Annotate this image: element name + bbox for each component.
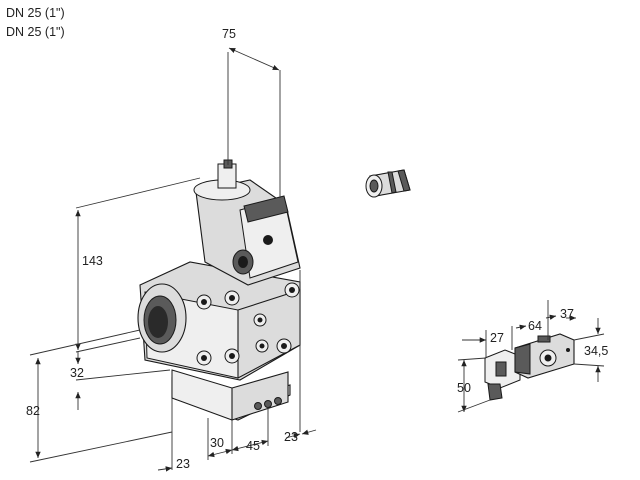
dim-143: 143	[82, 254, 103, 268]
dim-45: 45	[246, 439, 260, 453]
title-line-1: DN 25 (1")	[6, 6, 65, 20]
connector-drawing	[484, 333, 575, 401]
dim-34-5: 34,5	[584, 344, 608, 358]
dim-32: 32	[70, 366, 84, 380]
valve-dimension-lines	[29, 47, 317, 472]
title-line-2: DN 25 (1")	[6, 25, 65, 39]
dim-64: 64	[528, 319, 542, 333]
dim-30: 30	[210, 436, 224, 450]
valve-screws	[196, 282, 300, 366]
dim-82: 82	[26, 404, 40, 418]
dim-50: 50	[457, 381, 471, 395]
connector-dimension-lines	[457, 300, 605, 413]
dim-23-left: 23	[176, 457, 190, 471]
dim-37: 37	[560, 307, 574, 321]
dim-75: 75	[222, 27, 236, 41]
cable-gland-drawing	[365, 169, 411, 198]
gas-valve-drawing	[137, 52, 301, 432]
dim-23-right: 23	[284, 430, 298, 444]
dim-27: 27	[490, 331, 504, 345]
